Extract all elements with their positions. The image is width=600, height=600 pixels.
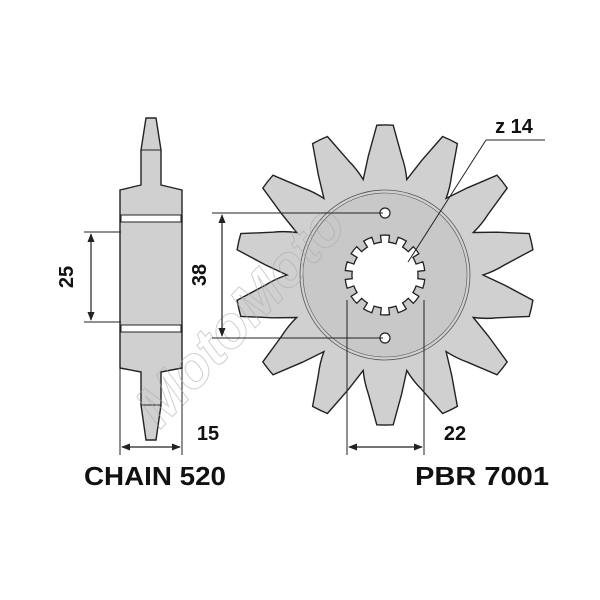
spline-bore-label: 22 [444,423,466,445]
dimension-hub-height: 25 [56,231,121,323]
side-profile-body [119,117,183,441]
hub-height-label: 25 [56,266,78,288]
width-label: 15 [197,423,219,445]
teeth-count-callout: z 14 [407,116,545,263]
side-band-upper [120,214,182,223]
dimension-width: 15 [119,368,219,455]
tooth-root-circle [299,189,471,361]
part-number-label: PBR 7001 [415,461,549,491]
chain-label: CHAIN 520 [84,461,226,491]
side-band-lower [120,324,182,333]
side-profile-view [119,117,183,441]
teeth-count-label: z 14 [495,116,534,138]
dimension-spline-bore: 22 [346,300,466,455]
teeth-leader-line [407,139,487,263]
dimension-hole-spacing: 38 [189,212,383,339]
hole-spacing-label: 38 [189,264,211,286]
spline-bore [344,234,426,316]
